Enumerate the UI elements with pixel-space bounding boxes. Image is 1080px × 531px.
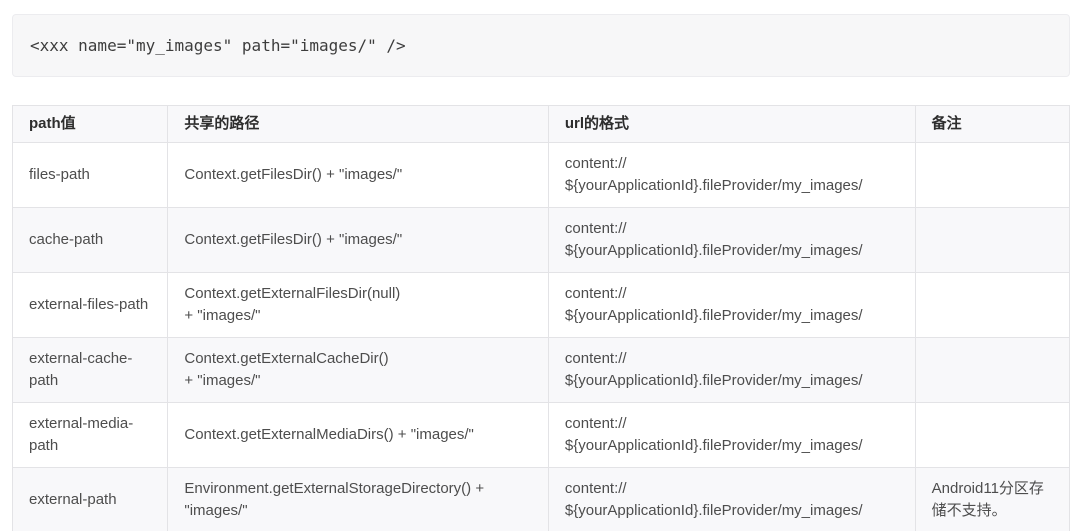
path-value-cell: external-files-path <box>11 272 169 338</box>
column-header-path-value: path值 <box>11 105 169 143</box>
url-format-cell: content:// ${yourApplicationId}.fileProv… <box>547 337 916 403</box>
remark-cell <box>914 402 1071 468</box>
remark-cell <box>914 272 1071 338</box>
shared-path-cell: Context.getExternalFilesDir(null) + "ima… <box>167 272 549 338</box>
path-value-cell: external-cache-path <box>11 337 169 403</box>
remark-cell <box>914 142 1071 208</box>
path-value-cell: cache-path <box>11 207 169 273</box>
table-row: cache-path Context.getFilesDir() + "imag… <box>11 207 1071 273</box>
url-format-cell: content:// ${yourApplicationId}.fileProv… <box>547 207 916 273</box>
url-format-cell: content:// ${yourApplicationId}.fileProv… <box>547 142 916 208</box>
shared-path-cell: Context.getFilesDir() + "images/" <box>167 142 549 208</box>
column-header-remark: 备注 <box>914 105 1071 143</box>
column-header-url-format: url的格式 <box>547 105 916 143</box>
remark-cell <box>914 207 1071 273</box>
shared-path-cell: Context.getExternalCacheDir() + "images/… <box>167 337 549 403</box>
table-header-row: path值 共享的路径 url的格式 备注 <box>11 105 1071 143</box>
url-format-cell: content:// ${yourApplicationId}.fileProv… <box>547 402 916 468</box>
url-format-cell: content:// ${yourApplicationId}.fileProv… <box>547 272 916 338</box>
code-snippet: <xxx name="my_images" path="images/" /> <box>30 36 406 55</box>
path-value-cell: external-path <box>11 467 169 531</box>
path-value-cell: files-path <box>11 142 169 208</box>
table-row: files-path Context.getFilesDir() + "imag… <box>11 142 1071 208</box>
remark-cell: Android11分区存储不支持。 <box>914 467 1071 531</box>
table-row: external-cache-path Context.getExternalC… <box>11 337 1071 403</box>
code-block: <xxx name="my_images" path="images/" /> <box>12 14 1070 77</box>
url-format-cell: content:// ${yourApplicationId}.fileProv… <box>547 467 916 531</box>
column-header-shared-path: 共享的路径 <box>167 105 549 143</box>
table-row: external-path Environment.getExternalSto… <box>11 467 1071 531</box>
table-row: external-media-path Context.getExternalM… <box>11 402 1071 468</box>
table-row: external-files-path Context.getExternalF… <box>11 272 1071 338</box>
shared-path-cell: Environment.getExternalStorageDirectory(… <box>167 467 549 531</box>
remark-cell <box>914 337 1071 403</box>
shared-path-cell: Context.getFilesDir() + "images/" <box>167 207 549 273</box>
fileprovider-path-table: path值 共享的路径 url的格式 备注 files-path Context… <box>11 105 1071 531</box>
shared-path-cell: Context.getExternalMediaDirs() + "images… <box>167 402 549 468</box>
path-value-cell: external-media-path <box>11 402 169 468</box>
